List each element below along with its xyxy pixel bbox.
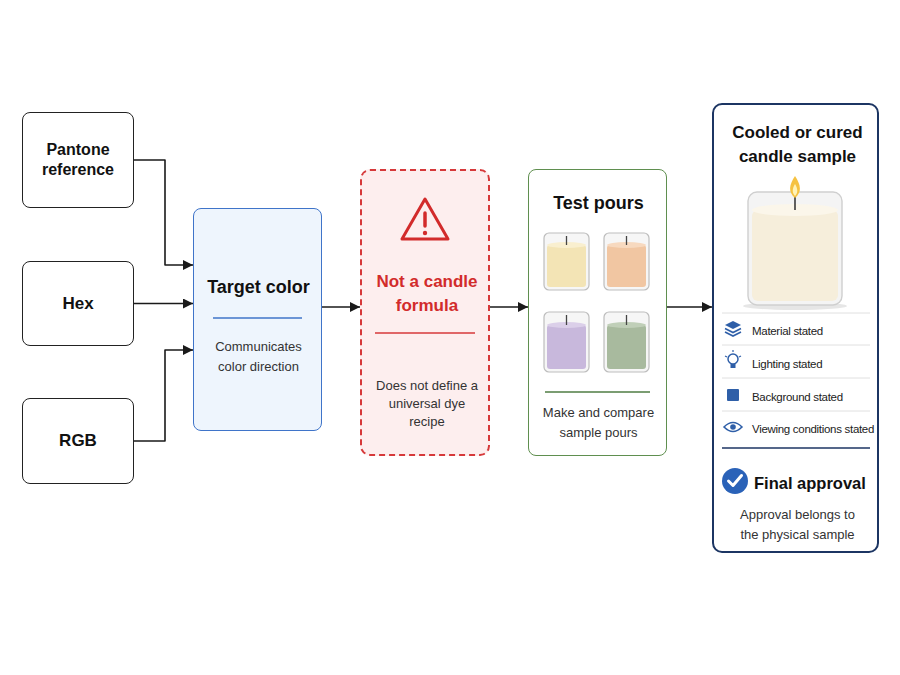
- wax-fill: [752, 210, 838, 301]
- glass-jar: [544, 233, 589, 290]
- check-icon: [722, 468, 748, 494]
- wax-fill: [547, 245, 586, 287]
- node-heading: Hex: [32, 294, 124, 314]
- bulb-ray: [725, 356, 727, 357]
- node-heading: RGB: [32, 431, 124, 451]
- wax-top: [752, 204, 838, 216]
- warning-box: Not a candle formulaDoes not define a un…: [360, 169, 490, 456]
- layer-shape: [725, 332, 741, 336]
- wax-fill: [607, 245, 646, 287]
- glass-jar: [544, 312, 589, 372]
- candle-illustration: [743, 176, 847, 310]
- glass-jar: [604, 312, 649, 372]
- divider-line: [213, 317, 302, 319]
- wick: [566, 315, 567, 325]
- node-text: Make and compare sample pours: [538, 403, 659, 443]
- check-mark: [729, 476, 742, 486]
- node-heading: Test pours: [531, 191, 666, 215]
- node-text: Viewing conditions stated: [752, 421, 879, 437]
- node-text: Approval belongs to the physical sample: [730, 505, 865, 545]
- node-text: Background stated: [752, 389, 879, 405]
- input-box: Hex: [22, 261, 134, 346]
- separator-line: [722, 313, 870, 314]
- separator-line: [722, 345, 870, 346]
- wax-top: [547, 242, 586, 248]
- test-candle: [544, 233, 589, 290]
- test-candle: [604, 233, 649, 290]
- node-heading: Target color: [196, 275, 321, 299]
- square-icon: [727, 389, 739, 401]
- wick: [566, 236, 567, 245]
- process-box: Target colorCommunicates color direction: [193, 208, 322, 431]
- node-text: Does not define a universal dye recipe: [374, 377, 480, 431]
- eye-outline: [724, 423, 742, 432]
- layer-shape: [725, 321, 741, 329]
- bulb-ray: [739, 356, 741, 357]
- flame-outer: [790, 176, 800, 198]
- connector-arrow: [134, 160, 193, 265]
- node-heading: Pantone reference: [32, 140, 124, 180]
- wax-top: [607, 242, 646, 248]
- node-text: Material stated: [752, 323, 879, 339]
- bulb-base: [731, 364, 736, 368]
- divider-line: [545, 391, 650, 393]
- test-candles: [544, 233, 649, 372]
- eye-icon: [724, 423, 742, 432]
- node-text: Lighting stated: [752, 356, 879, 372]
- input-box: Pantone reference: [22, 112, 134, 208]
- divider-line: [722, 447, 870, 449]
- layers-icon: [725, 321, 741, 336]
- warning-dot: [423, 231, 427, 235]
- test-candle: [604, 312, 649, 372]
- process-box: Test poursMake and compare sample pours: [528, 169, 667, 456]
- warning-icon: [402, 199, 448, 239]
- connector-arrow: [322, 306, 360, 308]
- node-heading: Cooled or cured candle sample: [716, 121, 879, 169]
- wax-top: [607, 322, 646, 328]
- connector-arrow: [134, 303, 193, 305]
- connector-arrow: [490, 306, 528, 308]
- connector-arrow: [134, 350, 193, 441]
- warning-triangle: [402, 199, 448, 239]
- node-heading: Not a candle formula: [364, 270, 490, 318]
- separator-line: [722, 378, 870, 379]
- lightbulb-icon: [725, 350, 741, 368]
- layer-shape: [725, 329, 741, 333]
- result-box: Cooled or cured candle sampleMaterial st…: [712, 103, 879, 553]
- input-box: RGB: [22, 398, 134, 484]
- eye-pupil: [730, 424, 736, 430]
- flame-inner: [793, 184, 798, 196]
- node-text: Final approval: [754, 472, 879, 494]
- wax-top: [547, 322, 586, 328]
- node-text: Communicates color direction: [203, 337, 314, 377]
- checklist-separators: [722, 313, 870, 448]
- wick: [794, 197, 796, 210]
- divider-line: [375, 332, 475, 334]
- glass-jar: [604, 233, 649, 290]
- bulb-ray: [732, 350, 733, 352]
- test-candle: [544, 312, 589, 372]
- wick: [626, 236, 627, 245]
- glass-jar: [748, 192, 842, 305]
- wax-fill: [607, 325, 646, 369]
- check-circle: [722, 468, 748, 494]
- candle-shadow: [743, 302, 847, 310]
- separator-line: [722, 411, 870, 412]
- warning-bar: [423, 213, 427, 226]
- connector-arrow: [667, 306, 712, 308]
- bulb-glass: [728, 354, 738, 364]
- wax-fill: [547, 325, 586, 369]
- wick: [626, 315, 627, 325]
